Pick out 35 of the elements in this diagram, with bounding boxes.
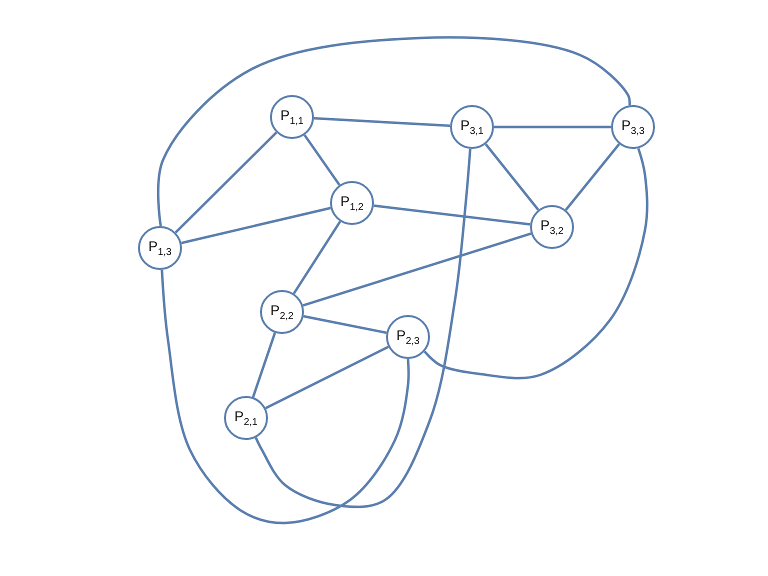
vertex-circle [450, 105, 494, 149]
vertex-label: P$_{3,3}$ [621, 117, 645, 137]
vertex-circle [260, 290, 304, 334]
connector [484, 143, 540, 211]
connector [304, 134, 340, 186]
vertex-circle [611, 105, 655, 149]
vertex-label: P$_{2,1}$ [234, 408, 258, 428]
connector [252, 332, 276, 398]
connector [302, 232, 532, 307]
curved-connector [424, 148, 648, 380]
vertex-label: P$_{3,2}$ [540, 217, 564, 237]
vertex-label: P$_{2,3}$ [396, 327, 420, 347]
connector [564, 143, 620, 211]
connector [494, 126, 611, 128]
vertex-circle [330, 181, 374, 225]
vertex-circle [138, 226, 182, 270]
connector [374, 204, 530, 226]
connector [292, 220, 342, 294]
curved-connector [156, 36, 631, 226]
vertex-circle [224, 396, 268, 440]
vertex-label: P$_{1,3}$ [148, 238, 172, 258]
vertex-circle [530, 205, 574, 249]
connector [303, 315, 387, 334]
curved-connector [254, 148, 472, 508]
vertex-label: P$_{2,2}$ [270, 302, 294, 322]
vertex-circle [270, 95, 314, 139]
connector [174, 132, 278, 234]
connector [181, 206, 331, 244]
vertex-label: P$_{3,1}$ [460, 117, 484, 137]
connector [265, 346, 389, 410]
vertex-label: P$_{1,2}$ [340, 193, 364, 213]
vertex-circle [386, 315, 430, 359]
curved-connector [160, 270, 410, 524]
connector [314, 116, 450, 128]
vertex-label: P$_{1,1}$ [280, 107, 304, 127]
